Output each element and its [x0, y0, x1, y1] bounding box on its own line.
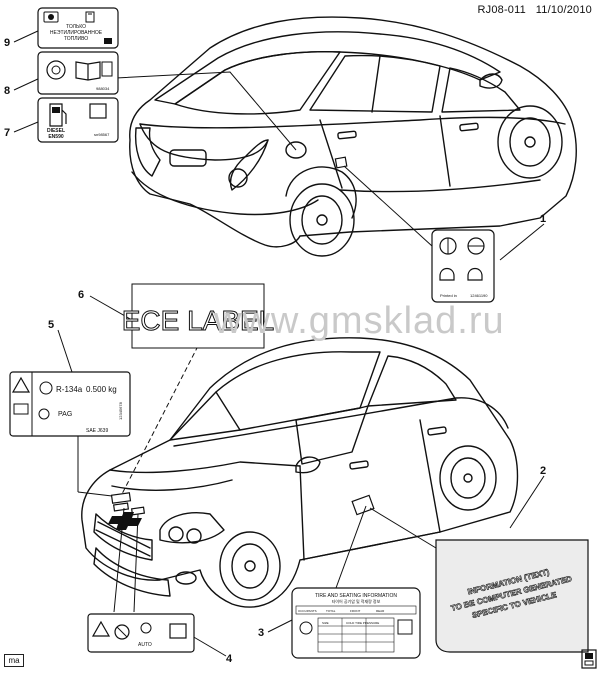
open-book-icon — [75, 61, 101, 81]
svg-text:12345678: 12345678 — [118, 401, 123, 420]
warning-triangle-icon — [91, 620, 111, 637]
bowtie-emblem — [108, 512, 142, 530]
svg-text:EN590: EN590 — [48, 134, 64, 140]
svg-text:988034: 988034 — [96, 86, 110, 91]
svg-text:sn98567: sn98567 — [94, 132, 110, 137]
svg-text:ECE LABEL: ECE LABEL — [122, 305, 275, 336]
svg-text:R-134a: R-134a — [56, 385, 83, 394]
hot-coolant-warning-icon — [439, 267, 455, 281]
svg-text:НЕЭТИЛИРОВАННОЕ: НЕЭТИЛИРОВАННОЕ — [50, 30, 103, 36]
manual-book-icon — [89, 103, 107, 119]
fuel-pump-icon — [49, 103, 67, 127]
label-2-vehicle-info: INFORMATION (TEXT) TO BE COMPUTER GENERA… — [435, 539, 589, 653]
callout-9: 9 — [4, 37, 10, 49]
callout-6: 6 — [78, 289, 84, 301]
svg-text:Printed in: Printed in — [440, 293, 457, 298]
warning-triangle-icon — [11, 376, 31, 393]
oil-drop-icon — [38, 408, 50, 420]
service-manual-icon — [13, 403, 29, 415]
label-8-fuel-manual: 988034 — [37, 51, 119, 95]
front-car-illustration — [81, 337, 519, 608]
leader-lines — [77, 71, 437, 613]
svg-text:SAE J639: SAE J639 — [86, 428, 108, 434]
svg-text:12461190: 12461190 — [470, 293, 488, 298]
svg-text:AUTO: AUTO — [138, 642, 152, 648]
svg-text:ТОПЛИВО: ТОПЛИВО — [64, 36, 88, 42]
svg-text:OCCUPANTS: OCCUPANTS — [298, 609, 317, 613]
svg-text:0.500 kg: 0.500 kg — [86, 385, 117, 394]
callout-5: 5 — [48, 319, 54, 331]
no-child-seat-icon — [114, 624, 130, 640]
callout-1: 1 — [540, 213, 546, 225]
manual-book-icon — [397, 619, 413, 635]
airbag-icon — [140, 622, 152, 634]
fuel-station-icon — [581, 649, 597, 669]
callout-8: 8 — [4, 85, 10, 97]
tire-icon — [299, 621, 313, 635]
watermark: www.gmsklad.ru — [214, 300, 505, 342]
svg-text:TOTAL: TOTAL — [326, 609, 336, 613]
callout-7: 7 — [4, 127, 10, 139]
ac-snowflake-icon — [39, 381, 53, 395]
svg-text:ТОЛЬКО: ТОЛЬКО — [66, 24, 86, 30]
label-4-airbag-warning: AUTO — [87, 613, 195, 653]
svg-text:DIESEL: DIESEL — [47, 128, 65, 134]
callout-4: 4 — [226, 653, 233, 665]
label-7-diesel: DIESEL EN590 sn98567 — [37, 97, 119, 143]
label-5-ac-refrigerant: R-134a 0.500 kg PAG SAE J639 12345678 — [9, 371, 131, 437]
front-car-jamb-sticker — [351, 494, 375, 516]
label-6-ece-label: ECE LABEL — [121, 283, 275, 349]
svg-text:SIZE: SIZE — [322, 621, 329, 625]
callout-2: 2 — [540, 465, 546, 477]
callout-3: 3 — [258, 627, 264, 639]
svg-text:FRONT: FRONT — [350, 609, 360, 613]
doc-date: 11/10/2010 — [535, 4, 592, 16]
label-1-coolant-cap: Printed in 12461190 — [431, 229, 495, 303]
callout-numbers: 1 2 3 4 5 6 7 8 9 — [4, 37, 546, 665]
rear-car-illustration — [129, 16, 577, 257]
svg-text:COLD TIRE PRESSURE: COLD TIRE PRESSURE — [346, 621, 379, 625]
fuel-cap-icon — [46, 60, 66, 80]
manual-book-icon — [169, 623, 187, 639]
fuel-pump-icon — [48, 14, 54, 20]
manual-book-icon — [85, 11, 95, 23]
document-header: RJ08-011 11/10/2010 — [477, 4, 592, 16]
svg-text:REAR: REAR — [376, 609, 385, 613]
label-3-tire-seating: TIRE AND SEATING INFORMATION 타이어 공기압 및 적… — [291, 587, 421, 659]
doc-id: RJ08-011 — [477, 4, 526, 16]
hot-coolant-warning-icon — [467, 267, 483, 281]
rear-car-jamb-sticker — [334, 156, 348, 169]
label-9-unleaded-fuel: ТОЛЬКО НЕЭТИЛИРОВАННОЕ ТОПЛИВО — [37, 7, 119, 49]
tire-pressure-grid — [317, 617, 395, 653]
svg-text:TIRE AND SEATING INFORMATION: TIRE AND SEATING INFORMATION — [315, 593, 397, 599]
svg-text:타이어 공기압 및 적재량 정보: 타이어 공기압 및 적재량 정보 — [332, 598, 381, 604]
corner-tag: ma — [4, 654, 24, 667]
svg-text:PAG: PAG — [58, 411, 72, 418]
underhood-label-placements — [110, 492, 146, 516]
callout-pointers — [13, 29, 545, 657]
